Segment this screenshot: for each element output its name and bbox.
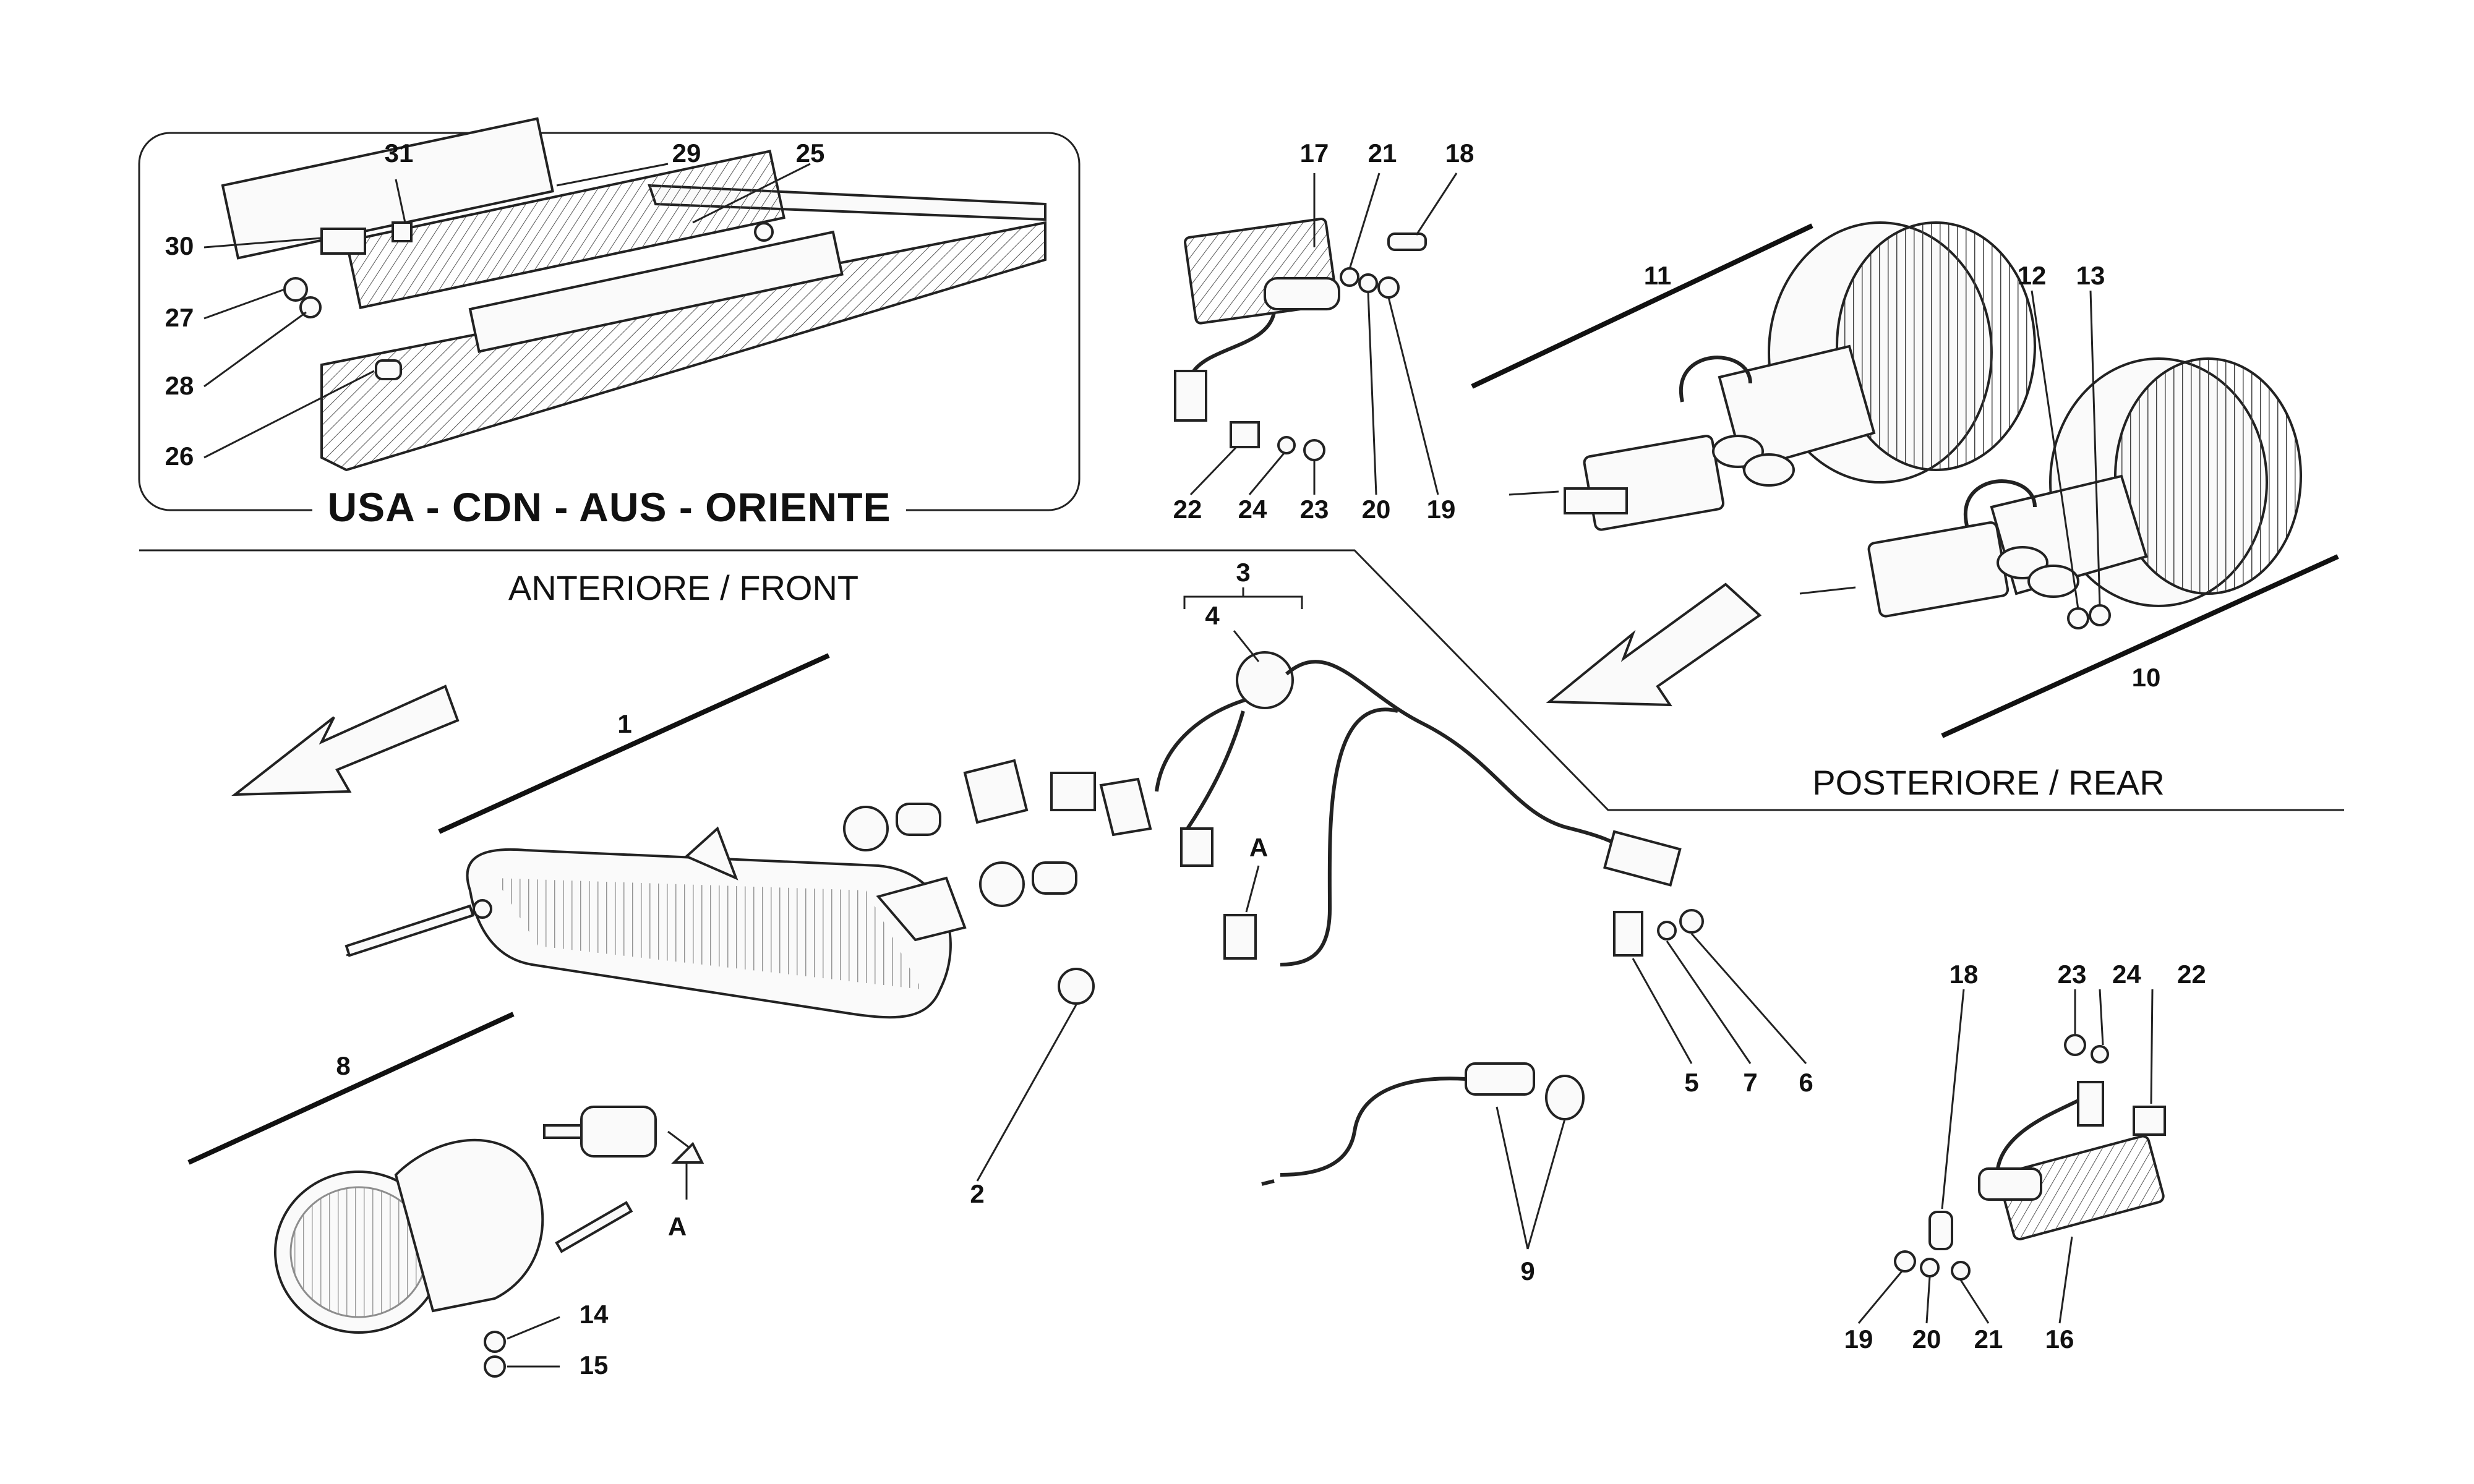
connector-marker (1174, 370, 1207, 422)
clip-22-top (1230, 421, 1260, 448)
callout-21-top: 21 (1368, 139, 1397, 168)
wiring-harness-3 (1155, 651, 1682, 966)
callout-19-top: 19 (1427, 495, 1456, 524)
callout-A-harness: A (1249, 833, 1268, 862)
washer-24-bottom (2091, 1045, 2109, 1064)
callout-11: 11 (1644, 261, 1671, 290)
callout-22-top: 22 (1173, 495, 1202, 524)
callout-14: 14 (580, 1300, 609, 1329)
bulb-18-top (1387, 232, 1427, 251)
washer-20-top (1358, 273, 1378, 293)
nut-19-bottom (1894, 1250, 1916, 1273)
clip-31 (392, 221, 413, 242)
callout-7: 7 (1743, 1068, 1757, 1097)
washer-21-bottom (1951, 1261, 1971, 1281)
callout-23-bottom: 23 (2058, 960, 2087, 989)
callout-2: 2 (970, 1179, 984, 1208)
callout-24-top: 24 (1238, 495, 1267, 524)
bushing-2 (1058, 968, 1095, 1005)
rear-lamp-10 (1799, 357, 2302, 629)
bulb-holder-30 (320, 228, 366, 255)
callout-19-bottom: 19 (1844, 1324, 1873, 1354)
callout-1: 1 (617, 709, 631, 738)
bulb-26 (375, 359, 402, 380)
front-headlamp-group: 1 2 3 4 A 5 7 6 (345, 558, 1813, 1208)
direction-arrow-front (231, 684, 460, 796)
washer-24-top (1277, 436, 1296, 454)
callout-20-top: 20 (1362, 495, 1391, 524)
callout-A-foglamp: A (668, 1212, 687, 1241)
grommet-9 (1545, 1075, 1585, 1120)
callout-29: 29 (672, 139, 701, 168)
rear-side-marker-group: 17 21 18 22 24 23 20 19 (1173, 139, 1475, 524)
nut-15 (484, 1355, 506, 1378)
grommet-4 (1236, 651, 1294, 709)
screw-front (345, 904, 475, 957)
callout-23-top: 23 (1300, 495, 1329, 524)
rear-lights-group: 11 12 13 10 (1471, 221, 2339, 738)
nut-19-top (1377, 276, 1400, 299)
direction-arrow-rear (1546, 582, 1762, 707)
callout-20-bottom: 20 (1912, 1324, 1941, 1354)
callout-17: 17 (1300, 139, 1329, 168)
callout-25: 25 (796, 139, 825, 168)
rear-lamp-11 (1509, 221, 2036, 531)
callout-21-bottom: 21 (1974, 1324, 2003, 1354)
inset-third-brake-light: 31 29 25 30 27 28 26 USA - CDN - AUS - O… (138, 117, 1081, 532)
callout-9: 9 (1520, 1256, 1534, 1286)
callout-16: 16 (2045, 1324, 2074, 1354)
section-dividers: ANTERIORE / FRONT POSTERIORE / REAR (139, 549, 2344, 811)
callout-31: 31 (385, 139, 414, 168)
callout-18-bottom: 18 (1950, 960, 1979, 989)
bolt-25 (754, 222, 774, 242)
bulb-holder-17 (1264, 277, 1340, 310)
nut-23-top (1303, 439, 1325, 461)
callout-27: 27 (165, 303, 194, 332)
brake-light-unit (345, 150, 785, 309)
harness-connector (1603, 830, 1682, 887)
connector-A (1223, 914, 1257, 960)
clip-22-bottom (2133, 1106, 2166, 1136)
section-label-front: ANTERIORE / FRONT (508, 568, 858, 607)
callout-18-top: 18 (1445, 139, 1475, 168)
rear-body-panel (320, 221, 1047, 472)
washer-13 (2089, 604, 2111, 626)
nut-27 (283, 277, 308, 302)
nut-23-bottom (2064, 1034, 2086, 1056)
callout-3: 3 (1236, 558, 1250, 587)
marker-lens-16 (1998, 1135, 2165, 1241)
side-marker-group: 18 23 24 22 19 20 21 16 (1844, 960, 2206, 1354)
washer-7 (1657, 921, 1677, 940)
callout-13: 13 (2076, 261, 2105, 290)
section-label-rear: POSTERIORE / REAR (1812, 763, 2164, 802)
callout-6: 6 (1799, 1068, 1813, 1097)
nut-6 (1679, 909, 1704, 934)
clip-5 (1613, 911, 1643, 957)
nut-14 (484, 1331, 506, 1353)
nut-12 (2067, 607, 2089, 629)
side-repeater-group: 9 (1261, 1062, 1585, 1286)
bulb-18-bottom (1928, 1211, 1953, 1250)
bulb-assemblies (843, 759, 1213, 907)
market-region-label: USA - CDN - AUS - ORIENTE (327, 484, 891, 530)
callout-30: 30 (165, 231, 194, 260)
callout-12: 12 (2018, 261, 2047, 290)
fog-lamp-group: 8 A 14 15 (187, 1012, 704, 1380)
callout-28: 28 (165, 371, 194, 400)
washer-21-top (1340, 267, 1359, 287)
callout-24-bottom: 24 (2112, 960, 2141, 989)
callout-5: 5 (1684, 1068, 1698, 1097)
callout-4: 4 (1205, 601, 1220, 630)
callout-10: 10 (2132, 663, 2161, 692)
callout-8: 8 (336, 1051, 350, 1080)
washer-20-bottom (1920, 1258, 1940, 1277)
lens-window (468, 230, 844, 353)
callout-15: 15 (580, 1350, 609, 1380)
callout-26: 26 (165, 441, 194, 471)
callout-22-bottom: 22 (2177, 960, 2206, 989)
